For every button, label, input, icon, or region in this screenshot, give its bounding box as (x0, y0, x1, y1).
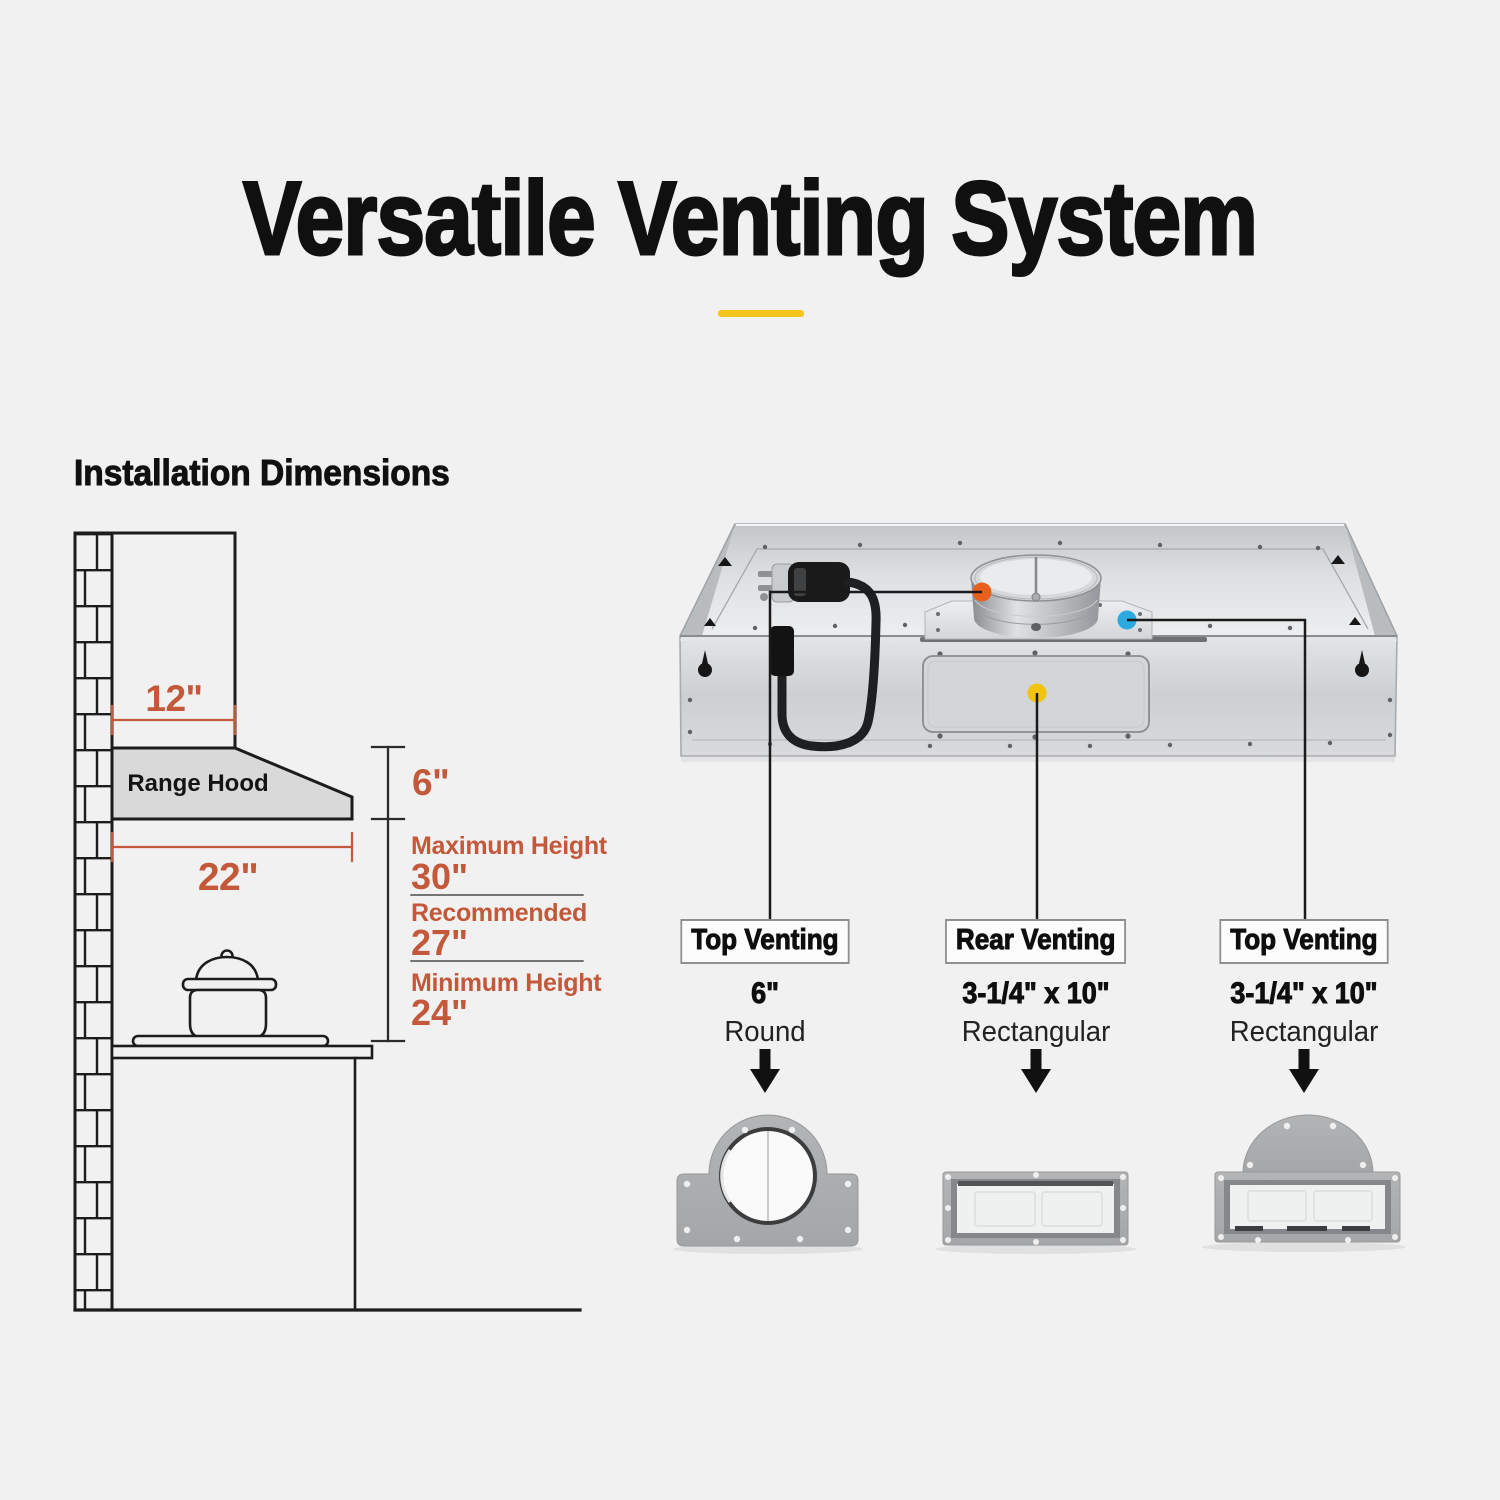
height-scale-line (370, 745, 406, 1043)
dim-hood-width: 22" (197, 856, 259, 899)
pot-body (188, 988, 268, 1040)
screw-holes (945, 1172, 1126, 1245)
installation-heading: Installation Dimensions (74, 452, 451, 494)
adapter-rect-arched (1202, 1114, 1406, 1252)
venting-badge: Rear Venting (945, 919, 1127, 964)
countertop (110, 1044, 374, 1060)
callout-line-top-round (768, 590, 982, 920)
pot-lid-rim (181, 977, 278, 992)
dim-22-lines (110, 831, 354, 863)
power-cord (777, 577, 881, 752)
title-underline (718, 310, 804, 317)
cooktop (131, 1034, 330, 1048)
height-row-separators (410, 894, 584, 962)
adapter-round (673, 1114, 863, 1254)
range-hood-label: Range Hood (127, 770, 269, 797)
venting-badge: Top Venting (1219, 919, 1389, 964)
page-title: Versatile Venting System (242, 160, 1259, 279)
pot-lid-dome (194, 955, 260, 982)
venting-badge: Top Venting (680, 919, 850, 964)
venting-option-top-round: Top Venting 6" Round (635, 919, 895, 1049)
dim-hood-height: 6" (412, 762, 450, 803)
arrow-down-icon (750, 1049, 780, 1093)
arrow-down-icon (1289, 1049, 1319, 1093)
cord-strain-relief (770, 626, 794, 676)
arrow-down-icon (1021, 1049, 1051, 1093)
recommended-height-value: 27" (411, 922, 469, 963)
power-plug (758, 562, 850, 603)
collar-front-hole (1031, 623, 1041, 631)
dim-12-lines (110, 704, 237, 736)
upper-cabinet-outline (73, 531, 237, 750)
venting-shape: Rectangular (961, 1016, 1111, 1048)
venting-option-top-rect: Top Venting 3-1/4" x 10" Rectangular (1174, 919, 1434, 1049)
dim-cabinet-depth: 12" (145, 678, 203, 719)
brick-wall (73, 531, 114, 1312)
recommended-height-label: Recommended (411, 899, 587, 927)
venting-size: 3-1/4" x 10" (962, 977, 1110, 1011)
callout-lines (768, 590, 1307, 920)
installation-diagram (73, 531, 584, 1312)
min-height-label: Minimum Height (411, 969, 602, 997)
down-arrows (750, 1049, 1319, 1093)
screw-holes (1218, 1122, 1398, 1243)
adapter-rect-flat (936, 1171, 1136, 1254)
venting-size: 3-1/4" x 10" (1230, 977, 1378, 1011)
pot (181, 949, 278, 1040)
vent-collar (970, 554, 1102, 638)
hood-photo (679, 523, 1398, 762)
min-height-value: 24" (411, 992, 469, 1033)
range-hood-shape (110, 746, 354, 821)
max-height-value: 30" (411, 856, 469, 897)
hood-top-inner-seam (711, 548, 1369, 630)
screw-holes (683, 1126, 852, 1243)
keyhole-slots (698, 555, 1369, 677)
venting-size: 6" (751, 977, 780, 1011)
venting-shape: Rectangular (1229, 1016, 1379, 1048)
callout-line-top-rect (1127, 618, 1307, 920)
max-height-label: Maximum Height (411, 832, 607, 860)
venting-option-rear: Rear Venting 3-1/4" x 10" Rectangular (906, 919, 1166, 1049)
venting-shape: Round (724, 1016, 806, 1048)
